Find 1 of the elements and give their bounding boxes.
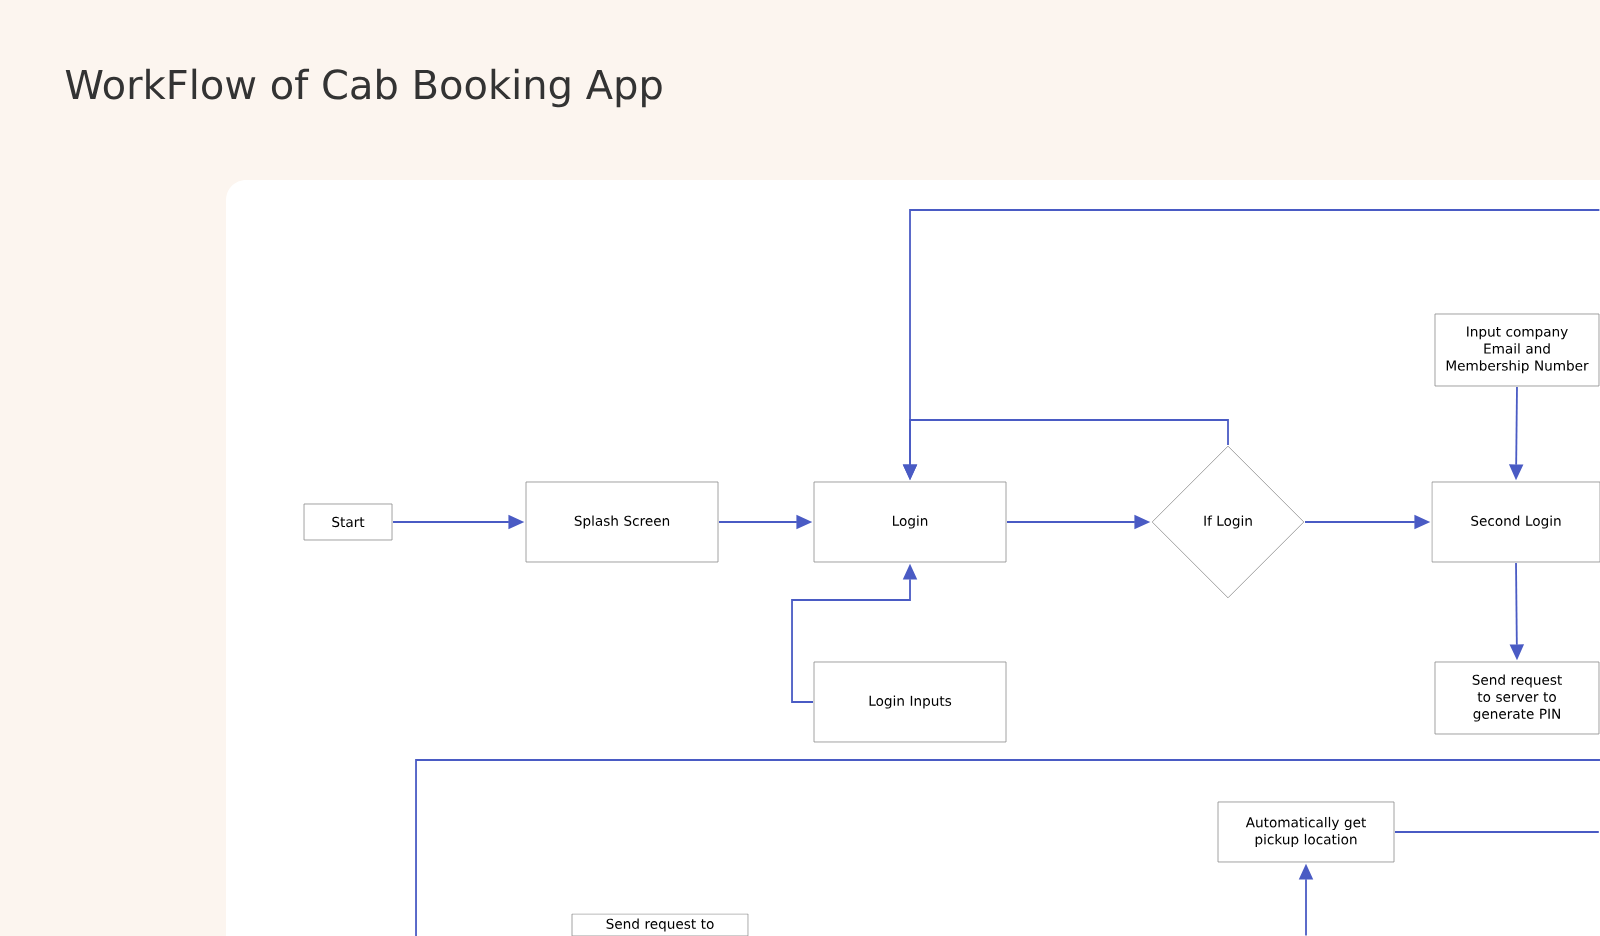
title: WorkFlow of Cab Booking App xyxy=(65,68,662,108)
